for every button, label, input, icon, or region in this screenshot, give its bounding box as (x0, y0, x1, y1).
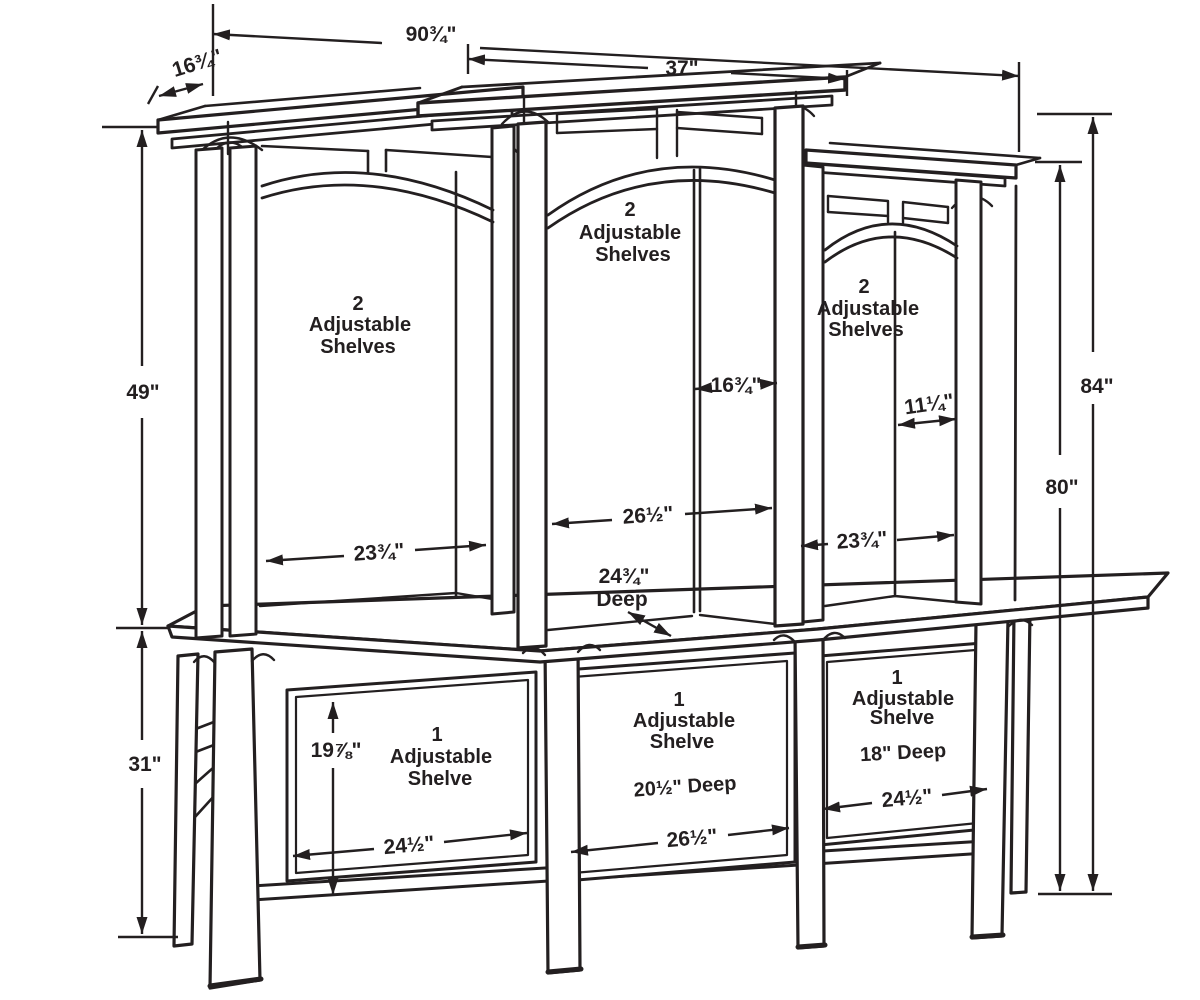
base-legs (172, 609, 1032, 990)
dim-side-height: 80" (1045, 476, 1078, 499)
upper-center-line1: Adjustable (579, 222, 681, 244)
upper-right-count: 2 (858, 276, 869, 298)
dim-center-depth-word: Deep (596, 588, 647, 611)
dim-center-side-depth: 16¾" (711, 374, 762, 397)
dim-hutch-height: 49" (126, 381, 159, 404)
dim-center-base-width: 26½" (666, 825, 719, 852)
base-left-line1: Adjustable (390, 746, 492, 768)
base-left-line2: Shelve (408, 768, 472, 790)
dim-left-panel-height: 19⅞" (311, 739, 362, 762)
upper-right-line1: Adjustable (817, 298, 919, 320)
upper-left-count: 2 (352, 293, 363, 315)
base-center-line2: Shelve (650, 731, 714, 753)
dim-center-top-width: 37" (665, 57, 698, 80)
dim-left-base-width: 24½" (383, 832, 436, 859)
dim-left-depth: 16¾" (169, 45, 224, 82)
base-center-count: 1 (673, 689, 684, 711)
furniture-artwork (156, 61, 1170, 990)
base-left-count: 1 (431, 724, 442, 746)
dim-base-height: 31" (128, 753, 161, 776)
upper-right-line2: Shelves (828, 319, 904, 341)
base-right-count: 1 (891, 667, 902, 689)
dim-center-opening: 26½" (622, 502, 674, 528)
dim-right-opening: 23¾" (836, 527, 888, 553)
dim-right-base-width: 24½" (881, 785, 934, 812)
right-tower (801, 141, 1042, 624)
dim-overall-width: 90¾" (406, 23, 457, 46)
upper-center-count: 2 (624, 199, 635, 221)
dimension-lines (102, 4, 1112, 939)
upper-left-line2: Shelves (320, 336, 396, 358)
upper-left-line1: Adjustable (309, 314, 411, 336)
dim-overall-height: 84" (1080, 375, 1113, 398)
base-center-line1: Adjustable (633, 710, 735, 732)
base-right-line1: Adjustable (852, 688, 954, 710)
dim-center-depth: 24¾" (599, 565, 650, 588)
left-tower (156, 85, 525, 640)
dim-left-opening: 23¾" (353, 539, 405, 565)
dim-right-side-depth: 11¼" (903, 390, 955, 420)
base-right-line2: Shelve (870, 707, 934, 729)
center-tower (416, 61, 882, 650)
upper-center-line2: Shelves (595, 244, 671, 266)
base-right-depth: 18" Deep (859, 740, 946, 766)
